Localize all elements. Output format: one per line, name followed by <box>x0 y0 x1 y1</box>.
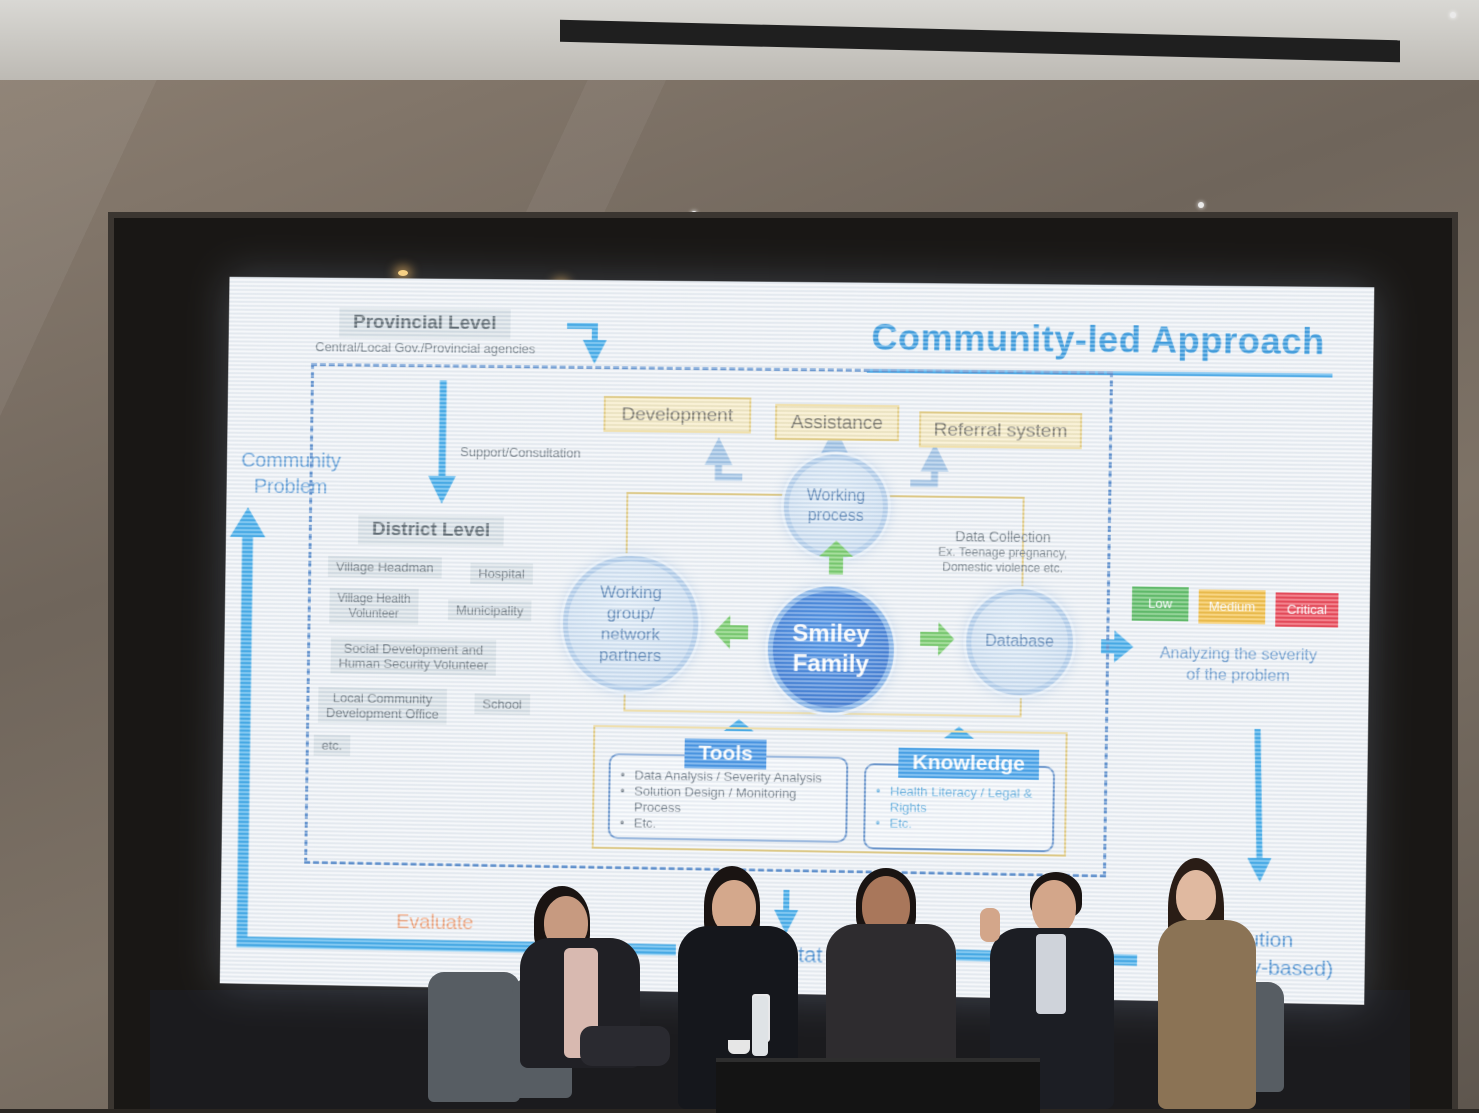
provincial-level-label: Provincial Level <box>339 308 510 340</box>
knowledge-list: Health Literacy / Legal & Rights Etc. <box>875 783 1048 834</box>
data-collection-note: Data Collection Ex. Teenage pregnancy, D… <box>927 528 1078 577</box>
service-development: Development <box>603 396 751 434</box>
unit-social-development-volunteer: Social Development and Human Security Vo… <box>331 638 497 676</box>
provincial-agencies-label: Central/Local Gov./Provincial agencies <box>315 339 535 356</box>
service-assistance: Assistance <box>775 404 900 441</box>
severity-caption: Analyzing the severity of the problem <box>1131 643 1346 688</box>
unit-etc: etc. <box>314 735 351 756</box>
severity-critical: Critical <box>1275 592 1338 627</box>
ceiling-air-vent <box>560 20 1400 63</box>
tools-list: Data Analysis / Severity Analysis Soluti… <box>620 767 842 835</box>
severity-low: Low <box>1132 586 1189 621</box>
unit-hospital: Hospital <box>470 563 533 585</box>
evaluate-label: Evaluate <box>396 911 473 935</box>
stage-light <box>398 270 408 276</box>
unit-village-health-volunteer: Village Health Volunteer <box>329 588 418 625</box>
provincial-hook-arrow <box>567 326 595 352</box>
water-bottle <box>752 996 768 1056</box>
green-arrow-up <box>819 540 854 574</box>
unit-municipality: Municipality <box>448 599 531 621</box>
unit-school: School <box>474 693 530 715</box>
severity-down-arrow <box>1256 729 1262 870</box>
ceiling <box>0 0 1479 80</box>
green-arrow-right <box>920 622 955 657</box>
unit-village-headman: Village Headman <box>328 556 442 578</box>
panelist-1 <box>520 886 670 1109</box>
chair <box>428 972 520 1102</box>
service-referral-system: Referral system <box>919 411 1082 449</box>
panelist-5-moderator <box>1152 858 1262 1109</box>
green-arrow-left <box>714 615 748 649</box>
tools-title: Tools <box>684 738 767 769</box>
ceiling-light <box>1450 12 1456 18</box>
unit-local-community-development-office: Local Community Development Office <box>318 687 447 725</box>
severity-medium: Medium <box>1198 589 1265 624</box>
coffee-table <box>716 1058 1040 1113</box>
district-level-label: District Level <box>358 515 504 547</box>
evaluate-loop-arrowhead <box>230 507 266 537</box>
coffee-cup <box>728 1040 750 1054</box>
knowledge-title: Knowledge <box>898 748 1039 780</box>
ceiling-light <box>1198 202 1204 208</box>
